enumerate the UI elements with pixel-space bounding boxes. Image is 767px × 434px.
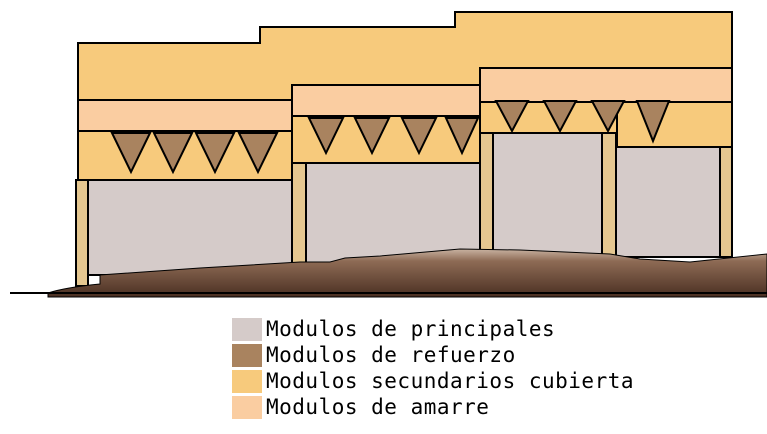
legend-swatch-secundarios-cubierta bbox=[232, 369, 262, 393]
legend-swatch-amarre bbox=[232, 395, 262, 419]
post bbox=[601, 132, 617, 258]
refuerzo-triangle bbox=[542, 100, 578, 134]
refuerzo-triangle bbox=[635, 100, 671, 144]
middle-bay-amarre-band bbox=[291, 84, 481, 117]
refuerzo-triangle bbox=[494, 100, 530, 134]
left-bay-principal-module bbox=[87, 179, 293, 276]
legend-label: Modulos secundarios cubierta bbox=[266, 369, 635, 393]
refuerzo-triangle bbox=[237, 132, 279, 175]
refuerzo-triangle bbox=[590, 100, 626, 134]
legend-swatch-principales bbox=[232, 317, 262, 341]
right-bay-refuerzo-triangles bbox=[494, 100, 671, 144]
legend-label: Modulos de amarre bbox=[266, 395, 490, 419]
legend-item-secundarios-cubierta: Modulos secundarios cubierta bbox=[232, 368, 634, 394]
refuerzo-triangle bbox=[400, 117, 438, 156]
middle-bay-refuerzo-triangles bbox=[307, 117, 480, 156]
left-bay-amarre-band bbox=[77, 99, 293, 132]
refuerzo-triangle bbox=[152, 132, 194, 175]
legend-item-principales: Modulos de principales bbox=[232, 316, 634, 342]
legend-swatch-refuerzo bbox=[232, 343, 262, 367]
post bbox=[479, 132, 494, 256]
right-bay-principal-module-1 bbox=[492, 132, 603, 256]
refuerzo-triangle bbox=[444, 117, 480, 156]
refuerzo-triangle bbox=[194, 132, 236, 175]
refuerzo-triangle bbox=[353, 117, 391, 156]
right-bay-amarre-band bbox=[479, 67, 733, 103]
legend-item-refuerzo: Modulos de refuerzo bbox=[232, 342, 634, 368]
post bbox=[291, 162, 307, 276]
post bbox=[75, 179, 89, 287]
legend-label: Modulos de refuerzo bbox=[266, 343, 516, 367]
refuerzo-triangle bbox=[110, 132, 152, 175]
right-bay-cubierta-step bbox=[616, 101, 733, 148]
building-section-diagram bbox=[10, 11, 767, 298]
post bbox=[719, 146, 733, 258]
left-bay-refuerzo-triangles bbox=[110, 132, 279, 175]
refuerzo-triangle bbox=[307, 117, 345, 156]
legend-label: Modulos de principales bbox=[266, 317, 556, 341]
ground-terrain bbox=[47, 248, 767, 298]
right-bay-principal-module-2 bbox=[615, 146, 721, 258]
legend-item-amarre: Modulos de amarre bbox=[232, 394, 634, 420]
legend: Modulos de principales Modulos de refuer… bbox=[232, 316, 634, 420]
